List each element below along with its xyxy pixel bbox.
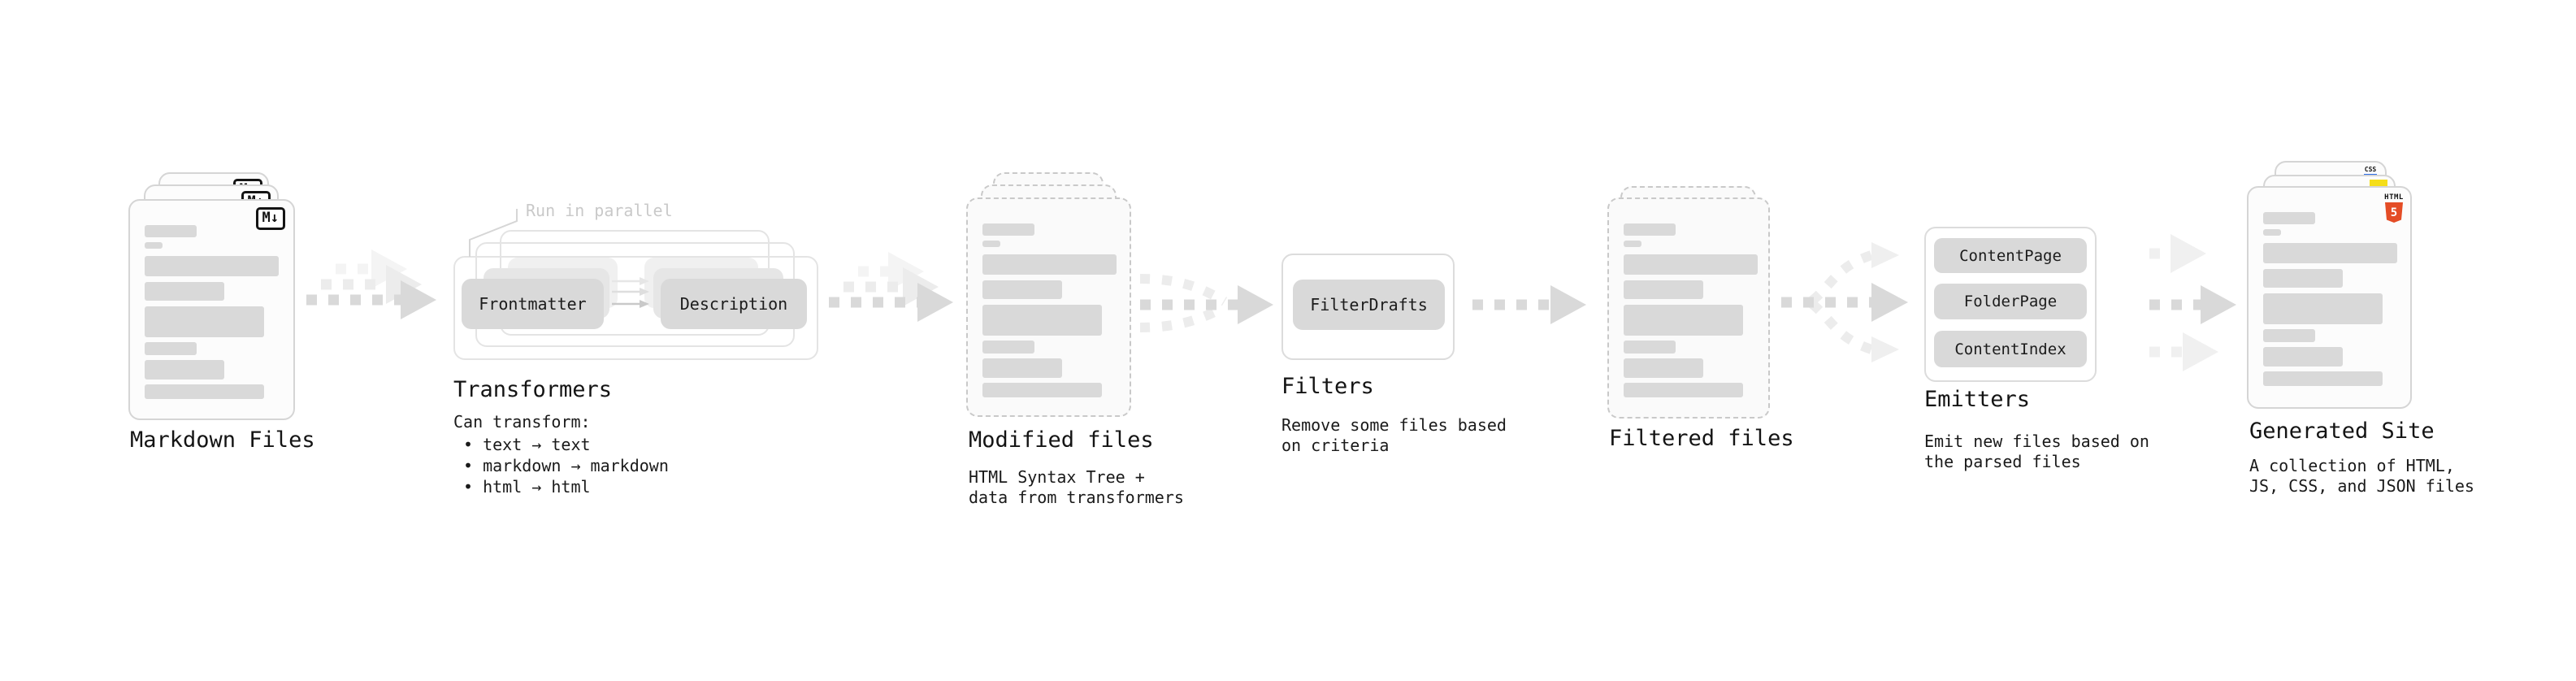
markdown-document-front: M↓ xyxy=(128,199,295,420)
description-box: Description xyxy=(661,279,807,329)
emitters-subtitle: Emit new files based on the parsed files xyxy=(1924,432,2149,471)
fan-in-arrow xyxy=(1139,274,1273,332)
bullet-item: • text → text xyxy=(463,435,591,454)
leader-line xyxy=(469,209,518,257)
bullet-item: • html → html xyxy=(463,477,591,497)
transformer-container-front xyxy=(453,256,818,360)
bullet-item: • markdown → markdown xyxy=(463,456,669,475)
run-in-parallel-note: Run in parallel xyxy=(526,201,673,220)
transform-arrow xyxy=(612,288,649,296)
contentindex-label: ContentIndex xyxy=(1954,340,2066,358)
folderpage-label: FolderPage xyxy=(1963,293,2058,310)
html5-icon: HTML 5 xyxy=(2384,193,2404,223)
modified-files-subtitle: HTML Syntax Tree + data from transformer… xyxy=(969,467,1184,507)
filterdrafts-label: FilterDrafts xyxy=(1310,295,1428,314)
filtered-files-title: Filtered files xyxy=(1609,426,1794,451)
generated-site-subtitle: A collection of HTML, JS, CSS, and JSON … xyxy=(2249,456,2474,496)
markdown-icon: M↓ xyxy=(255,207,285,230)
frontmatter-label: Frontmatter xyxy=(479,294,587,314)
flow-arrow xyxy=(829,283,953,322)
flow-arrow xyxy=(1472,285,1586,324)
modified-document-front xyxy=(966,197,1131,417)
transformers-bullet-list: • text → text • markdown → markdown • ht… xyxy=(463,434,669,497)
folderpage-box: FolderPage xyxy=(1934,284,2087,319)
flow-arrow xyxy=(2149,332,2218,371)
flow-arrow xyxy=(306,280,436,319)
transform-arrow xyxy=(612,277,649,285)
markdown-files-title: Markdown Files xyxy=(130,427,315,453)
filterdrafts-box: FilterDrafts xyxy=(1293,280,1445,330)
fan-out-arrow xyxy=(1781,242,1908,362)
flow-arrow xyxy=(2149,285,2236,324)
contentpage-label: ContentPage xyxy=(1959,246,2062,265)
description-label: Description xyxy=(679,294,788,314)
filters-subtitle: Remove some files based on criteria xyxy=(1281,415,1507,455)
frontmatter-box: Frontmatter xyxy=(462,279,604,329)
transform-arrow xyxy=(612,300,649,308)
generated-site-title: Generated Site xyxy=(2249,419,2435,444)
site-document-html: HTML 5 xyxy=(2247,186,2412,409)
modified-files-title: Modified files xyxy=(969,427,1154,453)
filters-title: Filters xyxy=(1281,374,1374,399)
filtered-document-front xyxy=(1607,197,1770,419)
transformers-title: Transformers xyxy=(453,377,613,402)
transformers-subtitle: Can transform: xyxy=(453,412,591,432)
emitters-title: Emitters xyxy=(1924,387,2031,412)
contentindex-box: ContentIndex xyxy=(1934,331,2087,367)
flow-arrow xyxy=(2149,234,2206,273)
contentpage-box: ContentPage xyxy=(1934,238,2087,273)
